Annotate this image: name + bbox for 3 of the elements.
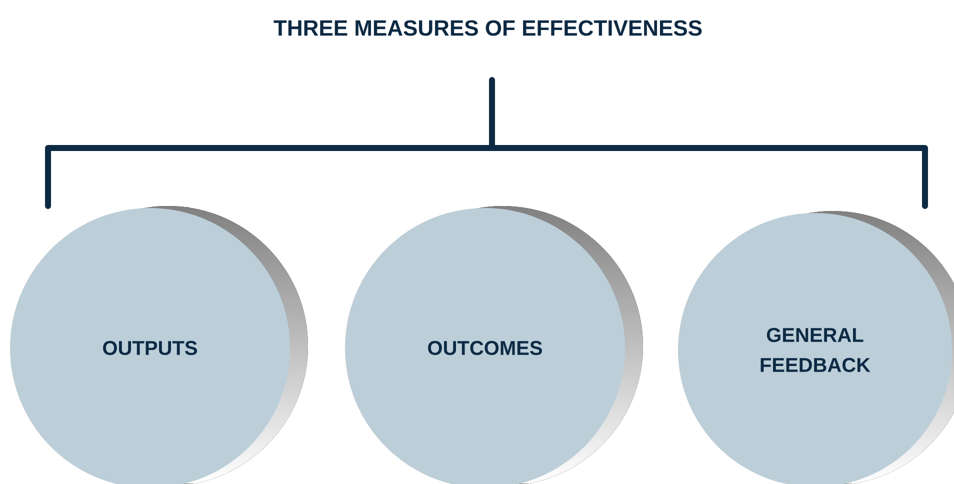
- circle-node: OUTPUTS: [10, 206, 308, 484]
- title: THREE MEASURES OF EFFECTIVENESS: [274, 20, 702, 36]
- circle-node: OUTCOMES: [345, 206, 643, 484]
